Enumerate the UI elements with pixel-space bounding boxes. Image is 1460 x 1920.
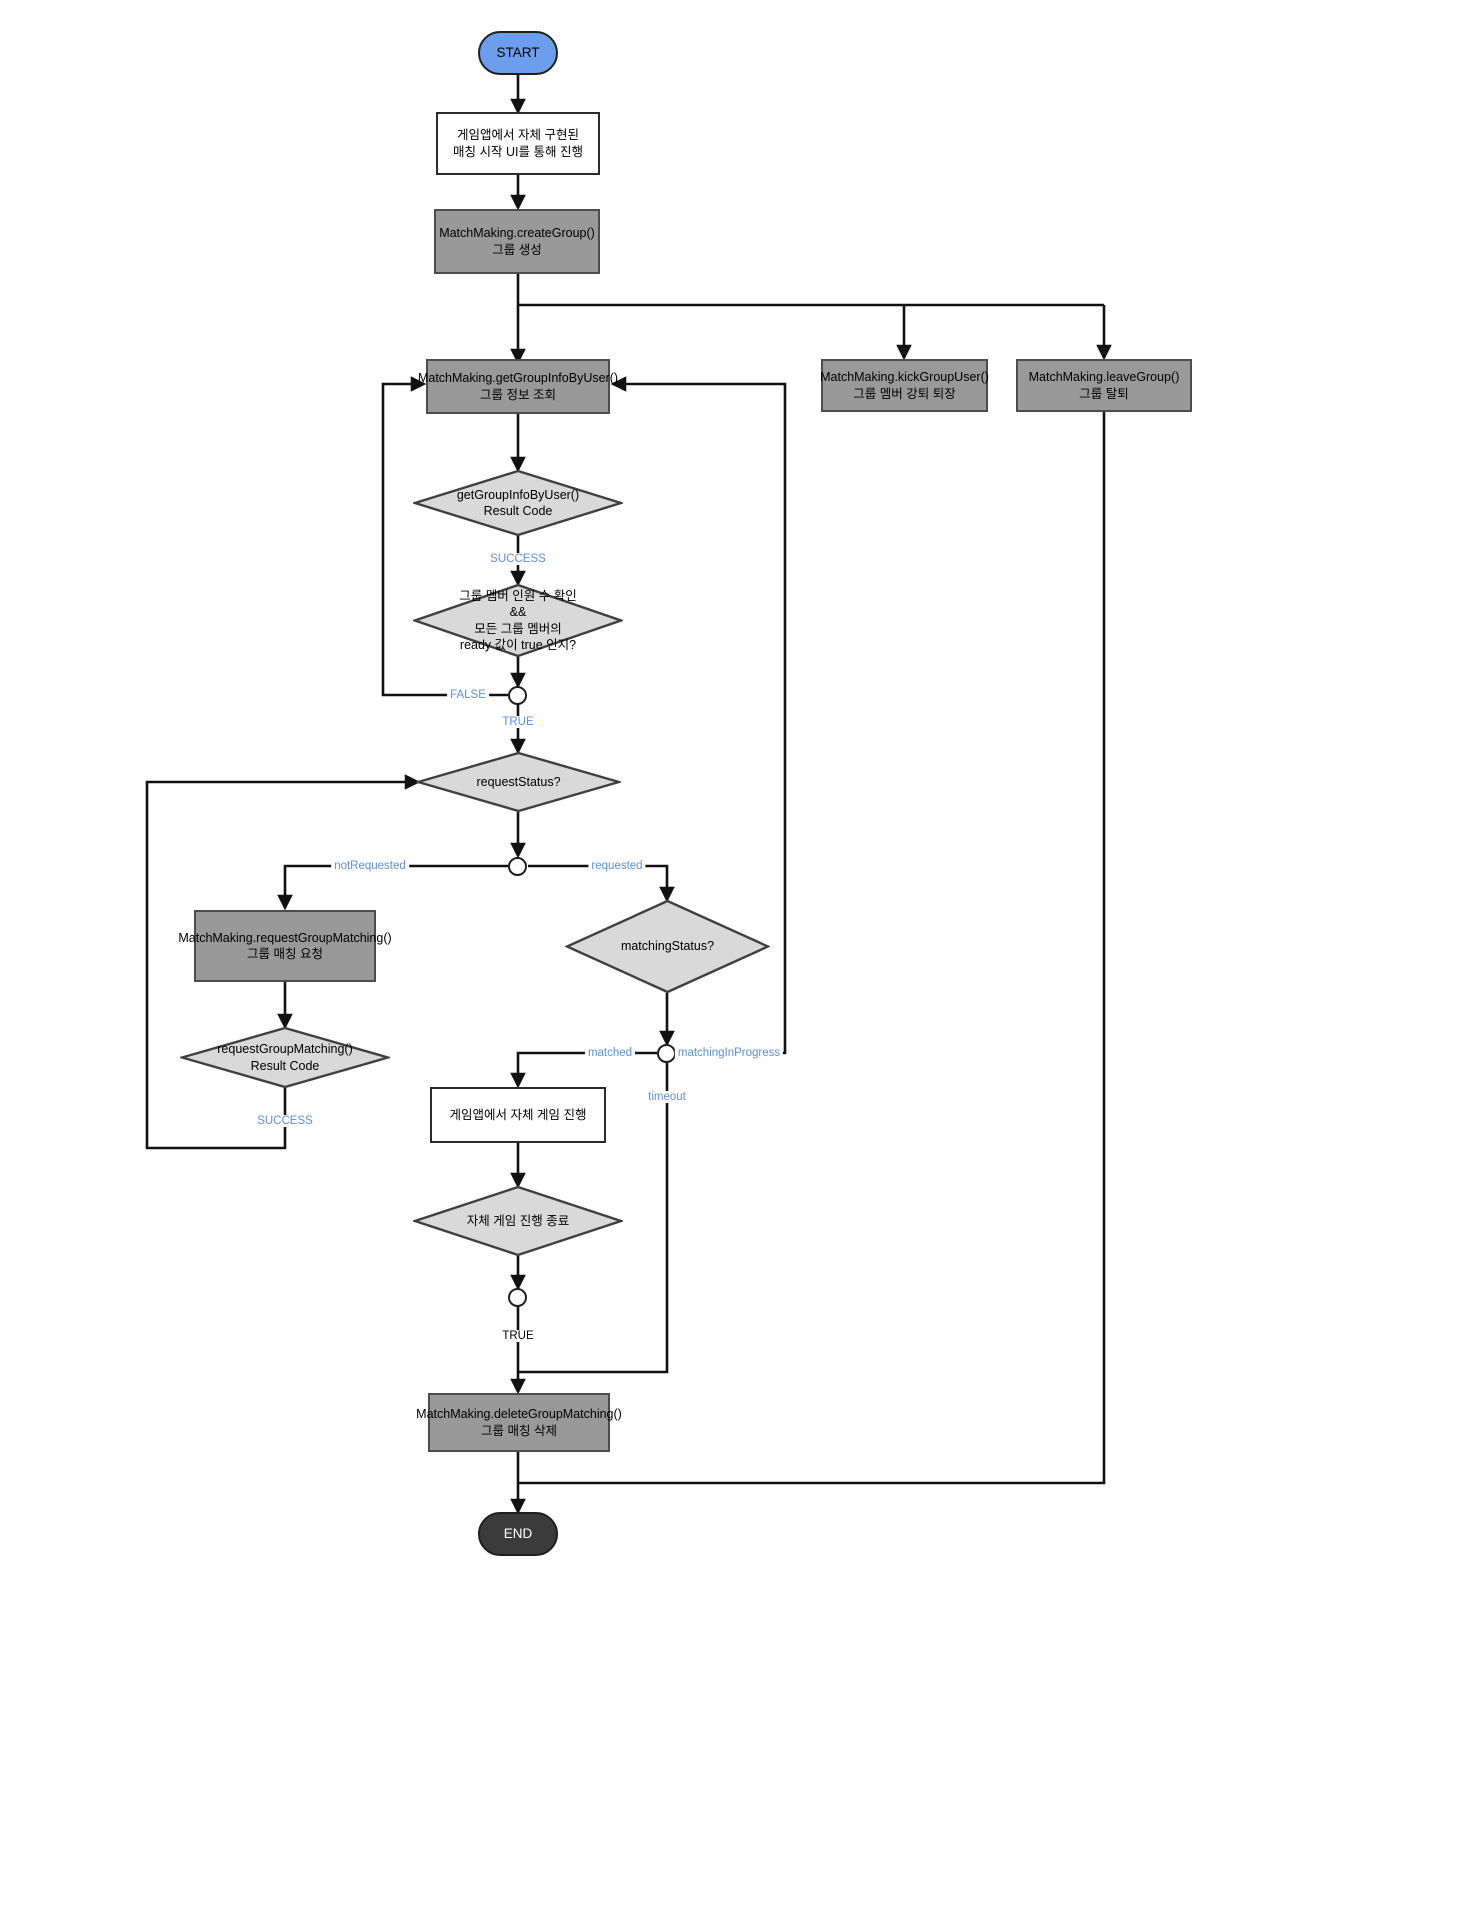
node-play-game[interactable]: 게임앱에서 자체 게임 진행 (430, 1087, 606, 1143)
node-end[interactable]: END (478, 1512, 558, 1556)
junction-request-status (508, 857, 527, 876)
node-play-game-label: 게임앱에서 자체 게임 진행 (449, 1107, 587, 1122)
junction-matching-status (657, 1044, 676, 1063)
node-get-group-result-label: getGroupInfoByUser() Result Code (456, 487, 580, 519)
junction-game-finished (508, 1288, 527, 1307)
edge-label-matching-in-progress: matchingInProgress (674, 1047, 784, 1059)
node-request-matching[interactable]: MatchMaking.requestGroupMatching() 그룹 매칭… (178, 910, 392, 982)
node-matching-status-label: matchingStatus? (620, 939, 715, 954)
node-request-matching-label: MatchMaking.requestGroupMatching() 그룹 매칭… (178, 930, 392, 962)
node-start[interactable]: START (478, 31, 558, 75)
node-member-ready-label: 그룹 멤버 인원 수 확인 && 모든 그룹 멤버의 ready 값이 true… (459, 588, 577, 653)
edge-label-success-getgroupinfo: SUCCESS (487, 553, 549, 565)
node-get-group-result[interactable]: getGroupInfoByUser() Result Code (413, 469, 623, 537)
node-delete-matching[interactable]: MatchMaking.deleteGroupMatching() 그룹 매칭 … (416, 1393, 622, 1452)
node-leave-group-label: MatchMaking.leaveGroup() 그룹 탈퇴 (1028, 370, 1180, 401)
edge-label-matched: matched (584, 1047, 636, 1059)
node-matching-status[interactable]: matchingStatus? (565, 899, 770, 994)
edge-label-requested: requested (588, 860, 646, 872)
edge-label-true-game-end: TRUE (499, 1330, 537, 1342)
node-kick-group-user-label: MatchMaking.kickGroupUser() 그룹 멤버 강퇴 퇴장 (820, 370, 989, 401)
edge-label-timeout: timeout (645, 1091, 689, 1103)
node-create-group[interactable]: MatchMaking.createGroup() 그룹 생성 (434, 209, 600, 274)
node-request-status[interactable]: requestStatus? (416, 751, 621, 813)
node-leave-group[interactable]: MatchMaking.leaveGroup() 그룹 탈퇴 (1016, 359, 1192, 412)
node-game-ui-label: 게임앱에서 자체 구현된 매칭 시작 UI를 통해 진행 (453, 128, 583, 159)
edge-label-true-ready: TRUE (499, 716, 537, 728)
edge-label-false: FALSE (447, 689, 489, 701)
node-request-result-label: requestGroupMatching() Result Code (217, 1042, 353, 1073)
node-get-group-info[interactable]: MatchMaking.getGroupInfoByUser() 그룹 정보 조… (418, 359, 618, 414)
node-game-ui[interactable]: 게임앱에서 자체 구현된 매칭 시작 UI를 통해 진행 (436, 112, 600, 175)
node-create-group-label: MatchMaking.createGroup() 그룹 생성 (439, 226, 595, 257)
edge-label-not-requested: notRequested (331, 860, 409, 872)
node-request-status-label: requestStatus? (476, 774, 561, 789)
junction-member-ready (508, 686, 527, 705)
node-member-ready[interactable]: 그룹 멤버 인원 수 확인 && 모든 그룹 멤버의 ready 값이 true… (413, 583, 623, 658)
node-game-finished[interactable]: 자체 게임 진행 종료 (413, 1185, 623, 1257)
node-game-finished-label: 자체 게임 진행 종료 (466, 1213, 570, 1228)
node-kick-group-user[interactable]: MatchMaking.kickGroupUser() 그룹 멤버 강퇴 퇴장 (820, 359, 989, 412)
edge-label-success-requestmatching: SUCCESS (254, 1115, 316, 1127)
node-delete-matching-label: MatchMaking.deleteGroupMatching() 그룹 매칭 … (416, 1407, 622, 1438)
node-end-label: END (503, 1526, 533, 1542)
node-start-label: START (496, 45, 540, 61)
node-request-result[interactable]: requestGroupMatching() Result Code (180, 1026, 390, 1089)
node-get-group-info-label: MatchMaking.getGroupInfoByUser() 그룹 정보 조… (417, 371, 619, 402)
